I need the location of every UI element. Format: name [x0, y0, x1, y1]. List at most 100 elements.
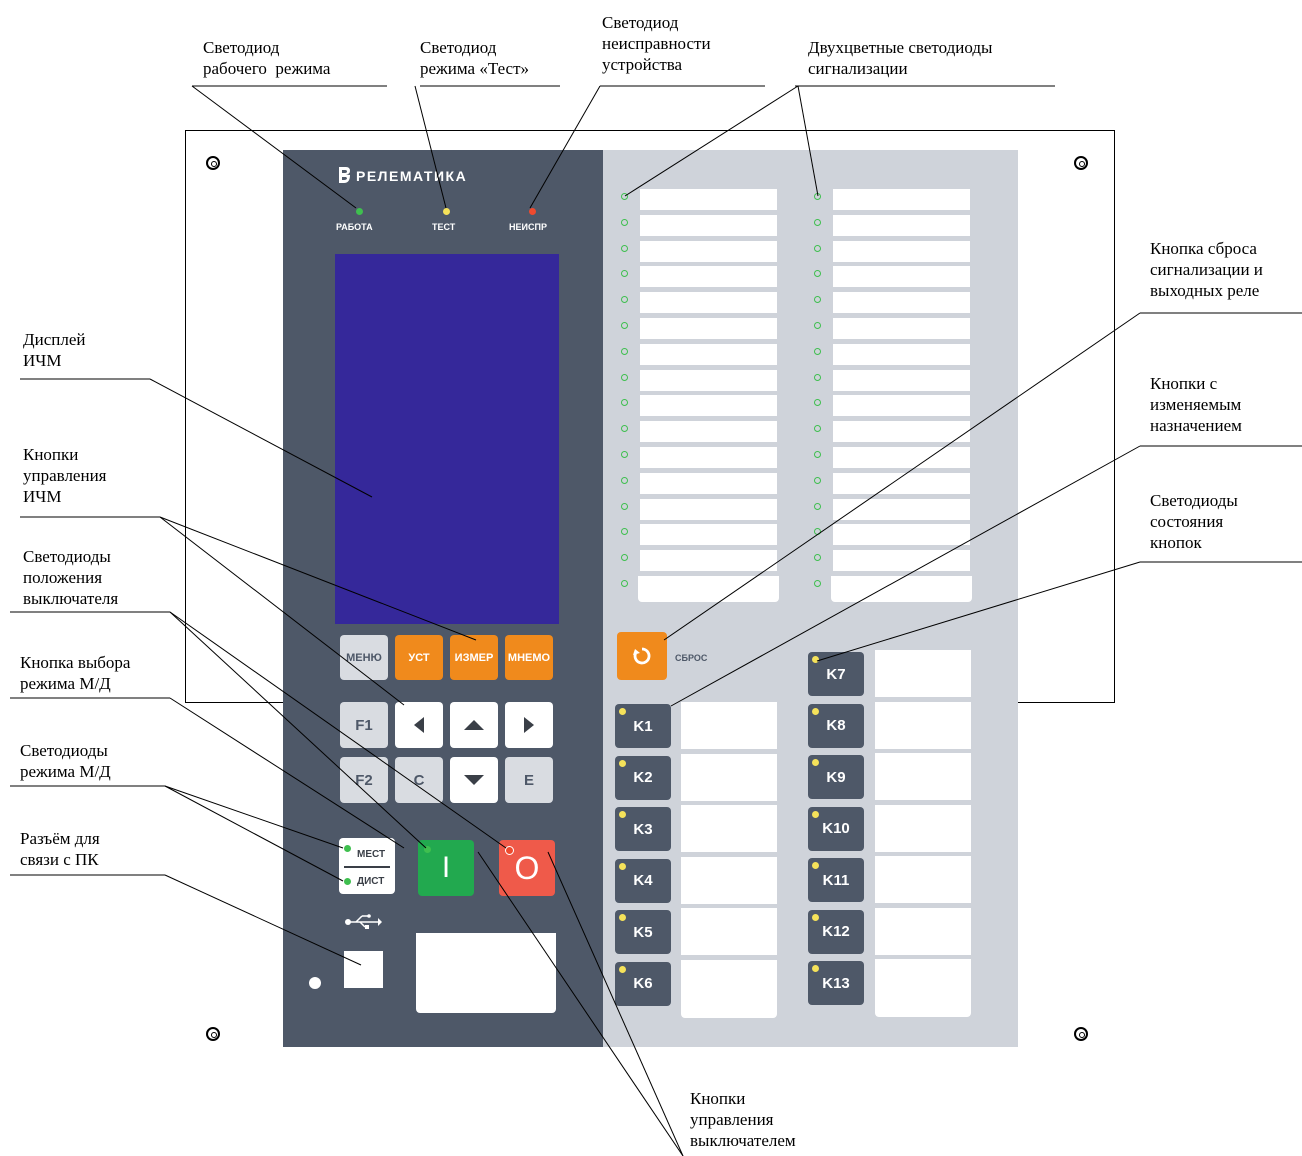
- annotation-display: Дисплей ИЧМ: [23, 329, 85, 371]
- annotation-line: положения: [23, 568, 103, 587]
- custom-key-button[interactable]: K8: [808, 703, 864, 748]
- annotation-line: выключателем: [690, 1131, 796, 1150]
- up-arrow-button[interactable]: [450, 702, 498, 748]
- signal-led: [621, 476, 628, 484]
- breaker-on-button[interactable]: I: [418, 840, 474, 896]
- signal-label-slot: [833, 318, 970, 339]
- mode-divider: [344, 866, 390, 868]
- left-arrow-button[interactable]: [395, 702, 443, 748]
- annotation-line: режима М/Д: [20, 674, 111, 693]
- key-label-slot: [681, 805, 777, 852]
- indicator-dot: [309, 977, 321, 989]
- annotation-line: кнопок: [1150, 533, 1202, 552]
- key-label-slot: [681, 702, 777, 749]
- right-arrow-button[interactable]: [505, 702, 553, 748]
- annotation-line: изменяемым: [1150, 395, 1242, 414]
- hmi-display: [335, 254, 559, 624]
- custom-key-button[interactable]: K11: [808, 858, 864, 902]
- key-label: K4: [633, 872, 653, 889]
- annotation-line: ИЧМ: [23, 351, 62, 370]
- annotation-fault-led: Светодиод неисправности устройства: [602, 12, 711, 75]
- annotation-line: Светодиоды: [23, 547, 111, 566]
- annotation-line: Кнопки с: [1150, 374, 1218, 393]
- signal-label-slot: [640, 447, 777, 468]
- down-arrow-button[interactable]: [450, 757, 498, 803]
- clear-button[interactable]: C: [395, 757, 443, 803]
- local-mode-led: [344, 845, 351, 852]
- test-led-label: ТЕСТ: [432, 222, 456, 232]
- custom-key-button[interactable]: K5: [615, 910, 671, 954]
- remote-mode-label: ДИСТ: [357, 876, 385, 887]
- signal-led: [621, 270, 628, 278]
- mnemo-button[interactable]: МНЕМО: [505, 635, 553, 680]
- annotation-line: управления: [23, 466, 107, 485]
- key-label: K5: [633, 923, 653, 941]
- key-label: K12: [822, 923, 850, 940]
- annotation-line: режима М/Д: [20, 762, 111, 781]
- custom-key-button[interactable]: K7: [808, 652, 864, 696]
- signal-label-slot: [833, 395, 970, 417]
- custom-key-button[interactable]: K4: [615, 858, 671, 903]
- custom-key-button[interactable]: K13: [808, 961, 864, 1005]
- annotation-line: Светодиод: [602, 13, 679, 32]
- key-state-led: [812, 810, 819, 818]
- annotation-line: состояния: [1150, 512, 1224, 531]
- signal-led: [814, 270, 821, 278]
- signal-led: [814, 502, 821, 510]
- custom-key-button[interactable]: K3: [615, 807, 671, 851]
- key-label: K11: [822, 871, 850, 889]
- signal-label-slot: [833, 524, 970, 546]
- arrow-up-icon: [464, 720, 484, 730]
- annotation-line: выходных реле: [1150, 281, 1260, 300]
- custom-key-button[interactable]: K12: [808, 909, 864, 954]
- key-label-slot: [875, 804, 971, 852]
- signal-label-slot: [640, 240, 777, 262]
- key-label: K7: [826, 665, 846, 683]
- annotation-line: управления: [690, 1110, 774, 1129]
- mode-select-button[interactable]: МЕСТ ДИСТ: [339, 838, 395, 894]
- annotation-button-state-leds: Светодиоды состояния кнопок: [1150, 490, 1238, 553]
- work-led-label: РАБОТА: [336, 222, 373, 232]
- key-state-led: [619, 862, 626, 870]
- custom-key-button[interactable]: K2: [615, 755, 671, 800]
- signal-label-slot: [833, 369, 970, 391]
- signal-label-slot: [833, 292, 970, 314]
- custom-key-button[interactable]: K10: [808, 806, 864, 851]
- usb-port[interactable]: [344, 951, 383, 988]
- breaker-off-button[interactable]: O: [499, 840, 555, 896]
- key-label-slot: [875, 856, 971, 903]
- menu-button[interactable]: МЕНЮ: [340, 635, 388, 680]
- annotation-line: назначением: [1150, 416, 1242, 435]
- signal-led: [814, 296, 821, 304]
- custom-key-button[interactable]: K9: [808, 755, 864, 799]
- screw-icon: [206, 1027, 220, 1041]
- f1-button[interactable]: F1: [340, 702, 388, 748]
- signal-led: [814, 373, 821, 381]
- signal-led: [621, 554, 628, 562]
- signal-label-slot: [833, 550, 970, 572]
- local-mode-label: МЕСТ: [357, 849, 386, 860]
- key-label-slot: [681, 856, 777, 904]
- signal-led: [814, 322, 821, 329]
- screw-icon: [1074, 1027, 1088, 1041]
- signal-led: [621, 193, 628, 200]
- signal-led: [621, 373, 628, 381]
- key-label: K9: [826, 768, 846, 786]
- custom-key-button[interactable]: K1: [615, 704, 671, 748]
- settings-button[interactable]: УСТ: [395, 635, 443, 680]
- enter-button[interactable]: E: [505, 757, 553, 803]
- key-state-led: [812, 656, 819, 663]
- signal-label-slot: [640, 395, 777, 417]
- reset-button[interactable]: [617, 632, 667, 680]
- key-label-slot: [681, 908, 777, 955]
- custom-key-button[interactable]: K6: [615, 961, 671, 1006]
- measure-button[interactable]: ИЗМЕР: [450, 635, 498, 680]
- key-label: K13: [822, 974, 850, 992]
- annotation-line: Кнопка выбора: [20, 653, 131, 672]
- signal-led: [621, 399, 628, 407]
- annotation-line: ИЧМ: [23, 487, 62, 506]
- annotation-custom-buttons: Кнопки с изменяемым назначением: [1150, 373, 1242, 436]
- signal-label-slot: [833, 214, 970, 236]
- annotation-reset-button: Кнопка сброса сигнализации и выходных ре…: [1150, 238, 1263, 301]
- f2-button[interactable]: F2: [340, 757, 388, 803]
